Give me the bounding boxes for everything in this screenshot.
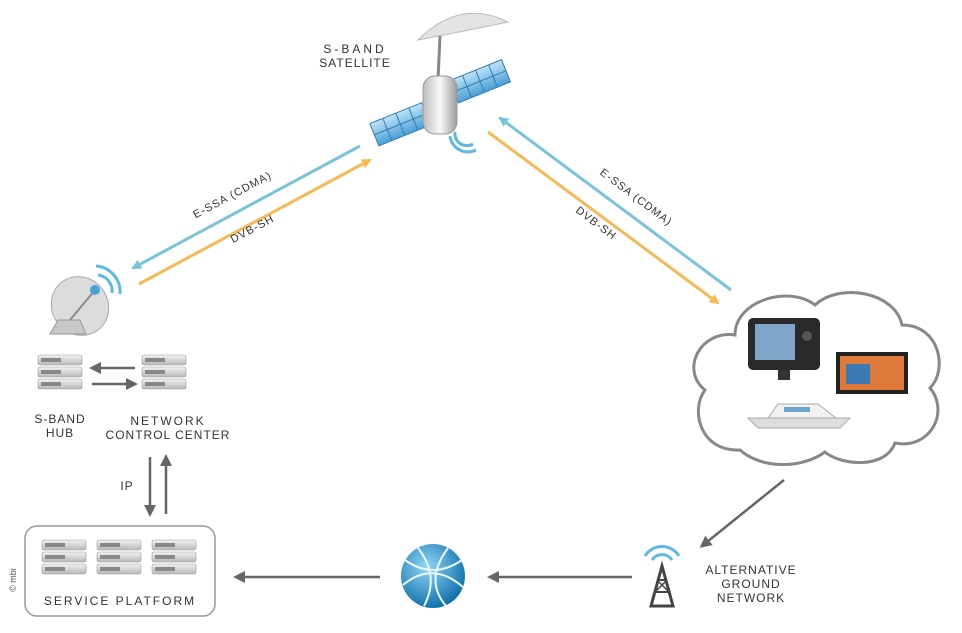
- satellite-icon: [369, 12, 512, 154]
- service-platform-label: SERVICE PLATFORM: [43, 594, 197, 608]
- ncc-label-line2: CONTROL CENTER: [105, 428, 231, 442]
- hub-server-icon: [38, 355, 82, 389]
- platform-server-icon: [42, 540, 196, 574]
- hub-label-line2: HUB: [45, 426, 75, 440]
- hub-label: S-BAND HUB: [22, 412, 98, 440]
- ground-label-line2: GROUND: [721, 577, 781, 591]
- ground-network-label: ALTERNATIVE GROUND NETWORK: [696, 563, 806, 605]
- left-downlink-arrow: [138, 158, 372, 286]
- tv-screen-icon: [836, 352, 908, 394]
- chartplotter-icon: [748, 318, 820, 380]
- ncc-server-icon: [142, 355, 186, 389]
- satellite-label: S-BAND SATELLITE: [300, 42, 410, 70]
- ground-label-line1: ALTERNATIVE: [705, 563, 797, 577]
- copyright-label: © mbi: [8, 568, 18, 592]
- left-uplink-arrow: [131, 144, 361, 270]
- cloud-to-tower-arrow: [699, 479, 785, 548]
- ncc-label-line1: NETWORK: [130, 414, 206, 428]
- cell-tower-icon: [643, 545, 681, 608]
- ground-label-line3: NETWORK: [716, 591, 786, 605]
- ip-label: IP: [120, 479, 134, 493]
- right-downlink-arrow: [487, 130, 720, 305]
- satellite-label-line2: SATELLITE: [319, 56, 391, 70]
- satellite-label-line1: S-BAND: [323, 42, 387, 56]
- internet-globe-icon: [401, 544, 465, 608]
- hub-label-line1: S-BAND: [34, 412, 86, 426]
- right-uplink-arrow: [498, 116, 732, 292]
- left-downlink-label: DVB-SH: [229, 213, 277, 246]
- ncc-label: NETWORK CONTROL CENTER: [98, 414, 238, 442]
- boat-icon: [746, 403, 852, 429]
- satellite-dish-icon: [49, 264, 122, 336]
